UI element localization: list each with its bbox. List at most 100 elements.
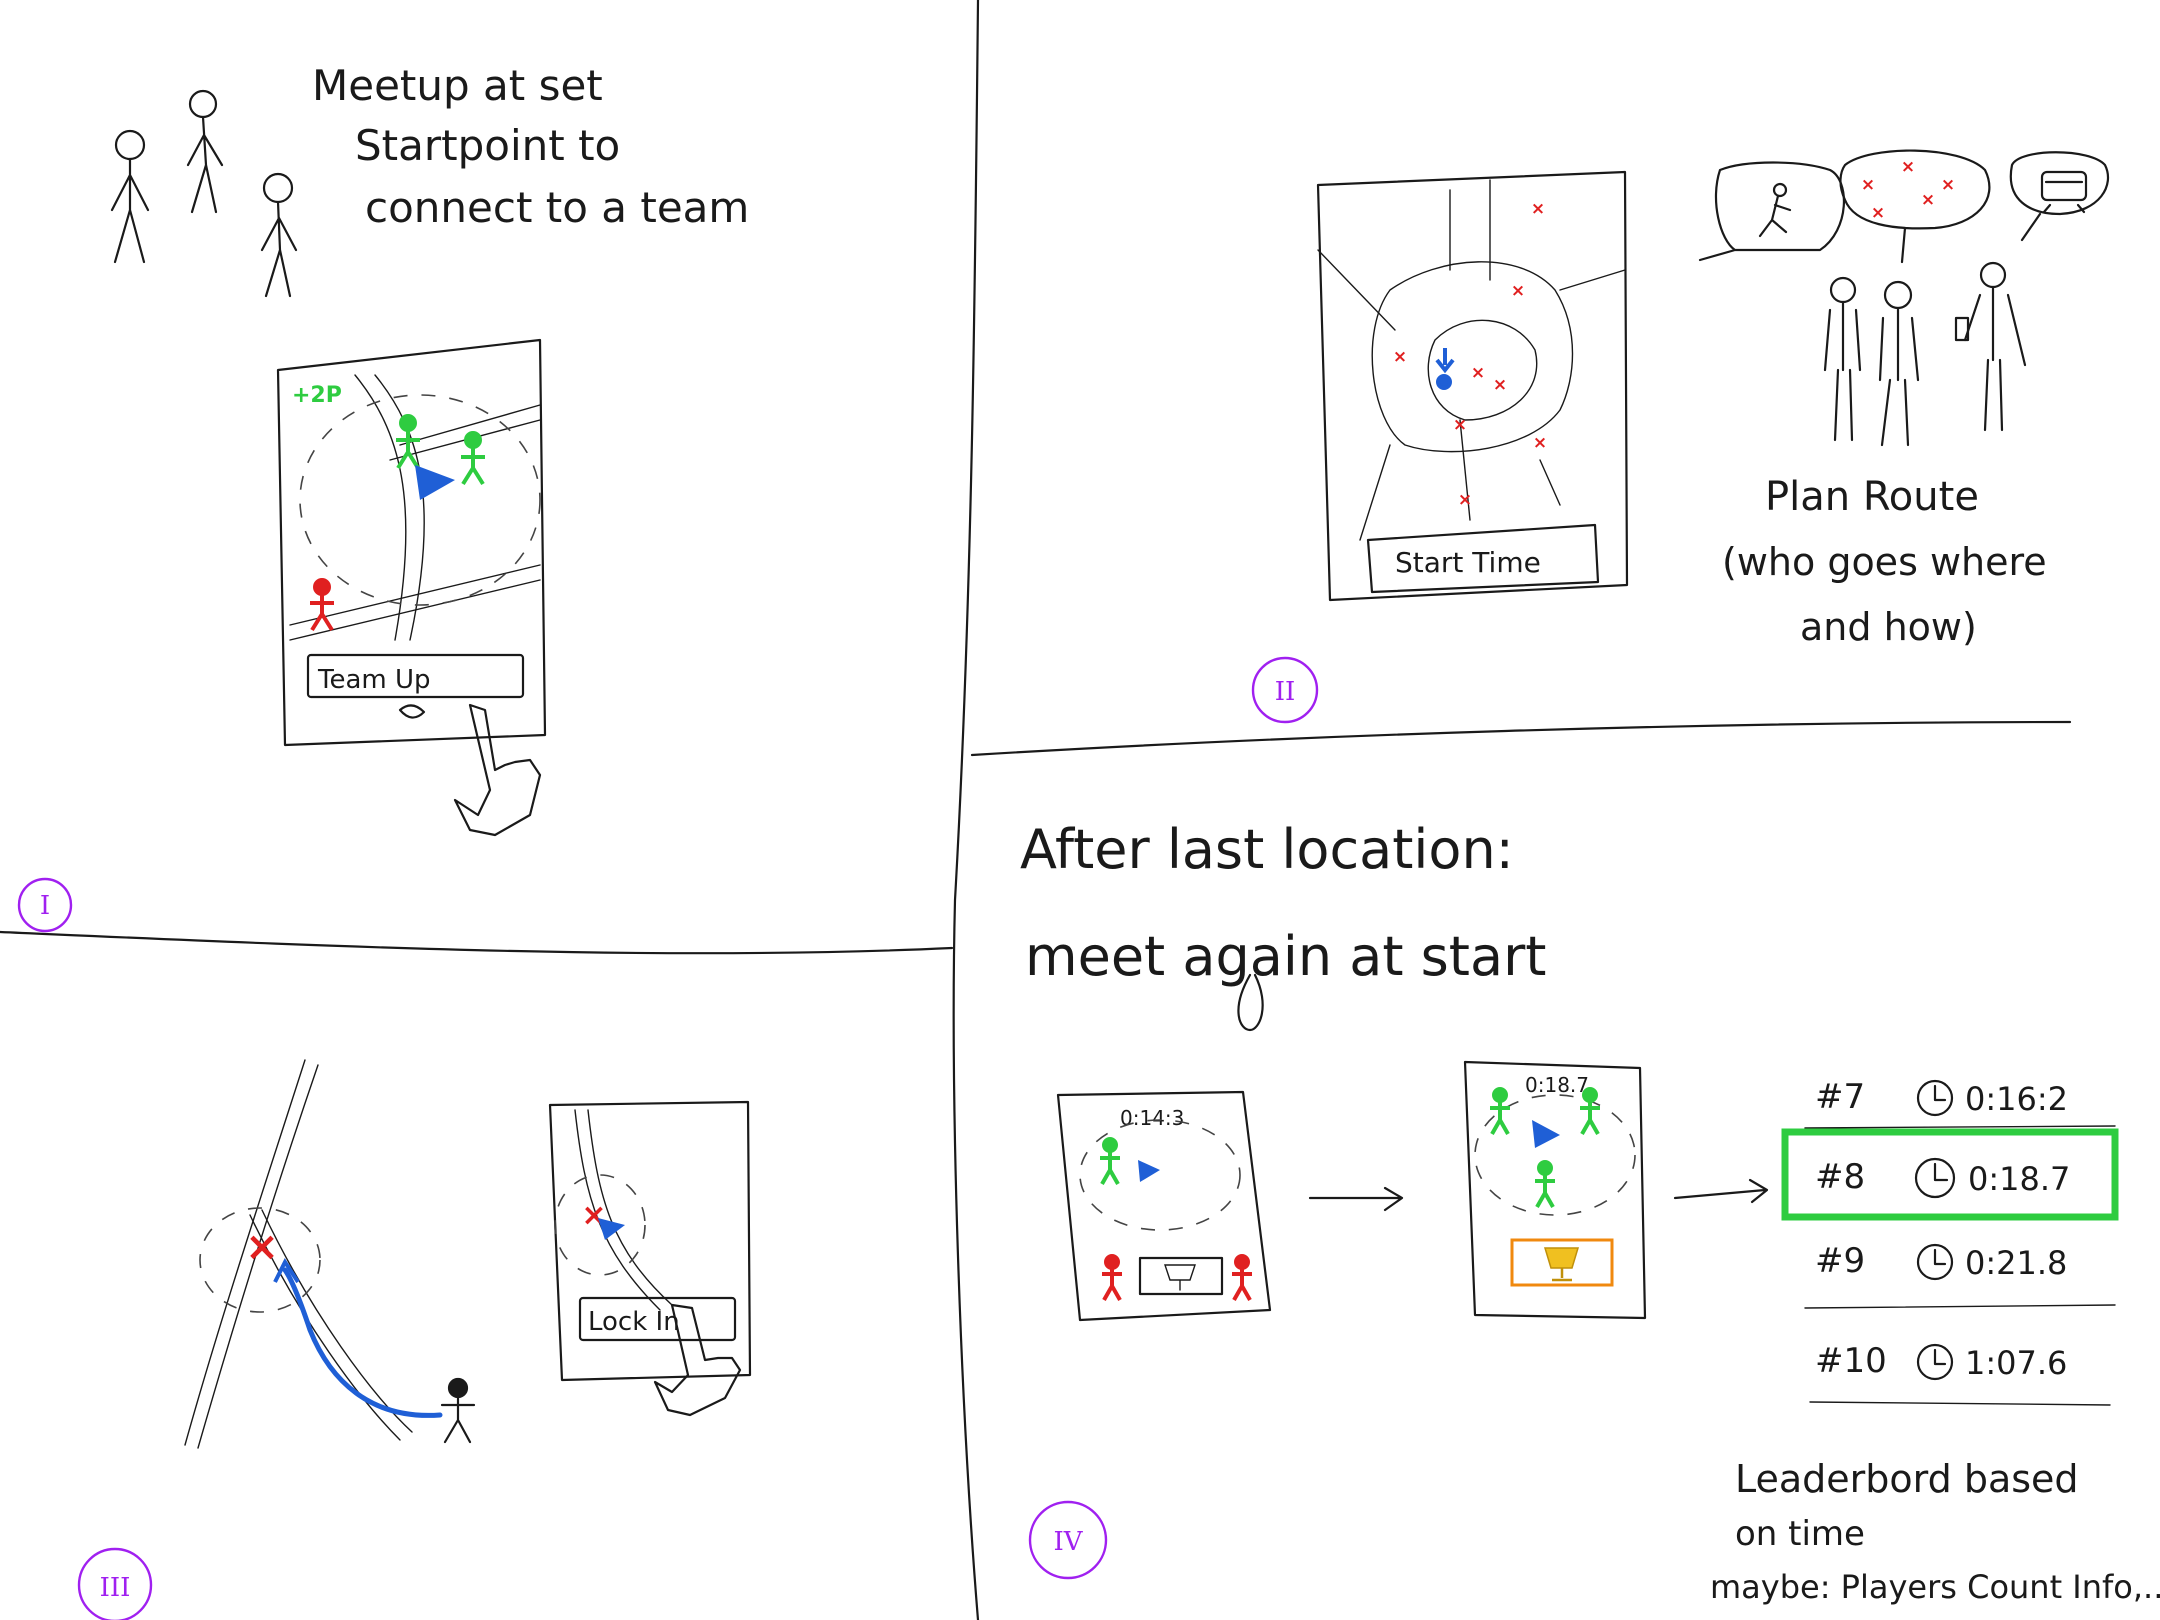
walking-to-target-sketch: × <box>184 1059 476 1449</box>
panel-2: × × × × × × × × Start Time × × <box>1251 149 2110 724</box>
panel-1-number-label: I <box>40 891 50 921</box>
green-teammate <box>1535 1160 1555 1208</box>
player-position-arrow-icon <box>598 1218 625 1240</box>
speech-bubble-train <box>2009 151 2110 242</box>
leaderboard: #7 0:16:2 #8 0:18.7 #9 0:21.8 #10 1:07. <box>1781 1077 2119 1406</box>
red-other-player <box>1232 1254 1252 1301</box>
target-marker: × <box>1493 375 1507 395</box>
planner-figure-2 <box>1878 280 1920 447</box>
target-marker: × <box>1511 281 1525 301</box>
phone-lock-in: × Lock In <box>548 1100 752 1417</box>
target-marker: × <box>1453 415 1467 435</box>
planner-figure-3 <box>1954 261 2027 432</box>
green-teammate-2 <box>461 431 485 486</box>
running-person-icon <box>1758 182 1792 238</box>
green-teammate <box>1490 1087 1510 1135</box>
panel-1-number: I <box>17 877 73 933</box>
team-up-button[interactable]: Team Up <box>306 653 525 699</box>
panel-4-number: IV <box>1028 1500 1108 1580</box>
leaderboard-caption-line2: on time <box>1735 1514 1865 1554</box>
leaderboard-time: 1:07.6 <box>1965 1344 2067 1382</box>
clock-icon <box>1916 1243 1954 1281</box>
green-teammate <box>1100 1137 1120 1185</box>
player-position-arrow-icon <box>1138 1160 1160 1182</box>
stick-figure <box>260 172 298 298</box>
green-teammate-1 <box>396 414 420 470</box>
planner-figure-1 <box>1823 276 1862 442</box>
start-time-button-label: Start Time <box>1395 546 1541 579</box>
phone-timer-finished: 0:18.7 <box>1463 1060 1647 1320</box>
route-arrow-icon <box>273 1257 300 1284</box>
leaderboard-row: #7 0:16:2 <box>1804 1077 2116 1129</box>
phone-timer-running: 0:14:3 <box>1056 1090 1272 1322</box>
after-last-location-heading-line2: meet again at start <box>1025 925 1546 988</box>
leaderboard-rank: #7 <box>1815 1077 1865 1117</box>
meetup-note-line2: Startpoint to <box>355 121 620 170</box>
timer-readout: 0:18.7 <box>1525 1073 1589 1097</box>
leaderboard-rank: #9 <box>1815 1241 1865 1281</box>
stick-figure <box>186 89 224 214</box>
speech-bubble-running <box>1698 161 1846 262</box>
panel-3-number-label: III <box>100 1573 131 1603</box>
trophy-button-disabled[interactable] <box>1138 1256 1224 1296</box>
panel-dividers <box>0 0 2072 1620</box>
target-marker: × <box>1861 175 1875 195</box>
target-marker: × <box>1458 490 1472 510</box>
panel-3-number: III <box>77 1547 153 1620</box>
target-marker: × <box>1531 199 1545 219</box>
points-badge: +2P <box>292 383 342 408</box>
target-marker: × <box>1871 203 1885 223</box>
clock-icon <box>1914 1157 1956 1199</box>
target-marker: × <box>1901 157 1915 177</box>
panel-3: × × Lock In III <box>77 1059 752 1620</box>
target-marker: × <box>1471 363 1485 383</box>
plan-route-caption-line1: Plan Route <box>1765 474 1979 520</box>
target-marker: × <box>1393 347 1407 367</box>
tapping-hand-icon <box>653 1303 742 1417</box>
flow-arrow-icon <box>1308 1186 1404 1212</box>
timer-readout: 0:14:3 <box>1120 1106 1184 1130</box>
panel-4-number-label: IV <box>1053 1527 1083 1557</box>
leaderboard-row-highlighted: #8 0:18.7 <box>1781 1128 2119 1221</box>
leaderboard-row: #10 1:07.6 <box>1809 1341 2111 1406</box>
scribble-mark <box>1237 973 1264 1032</box>
phone-team-up: +2P Team Up <box>276 338 547 837</box>
team-up-button-label: Team Up <box>317 665 431 695</box>
walking-person <box>440 1377 476 1444</box>
train-icon <box>2040 170 2088 214</box>
player-location-icon <box>1435 348 1455 390</box>
panel-1: Meetup at set Startpoint to connect to a… <box>17 61 749 933</box>
target-x-icon: × <box>245 1224 279 1270</box>
start-time-button[interactable]: Start Time <box>1366 523 1600 594</box>
lock-in-button-label: Lock In <box>588 1307 680 1337</box>
panel-2-number-label: II <box>1275 677 1296 707</box>
panel-2-number: II <box>1251 656 1319 724</box>
walking-route-path <box>282 1267 443 1418</box>
clock-icon <box>1916 1343 1954 1381</box>
leaderboard-time: 0:16:2 <box>1965 1080 2068 1118</box>
after-last-location-heading-line1: After last location: <box>1020 818 1514 881</box>
trophy-icon <box>1543 1247 1580 1282</box>
leaderboard-time: 0:21.8 <box>1965 1244 2067 1282</box>
trophy-button-active[interactable] <box>1510 1238 1614 1287</box>
stick-figures-group <box>110 89 298 298</box>
tapping-hand-icon <box>398 703 542 837</box>
target-marker: × <box>1533 433 1547 453</box>
red-other-player <box>310 578 334 632</box>
phone-start-time: × × × × × × × × Start Time <box>1316 170 1629 602</box>
leaderboard-row: #9 0:21.8 <box>1804 1241 2116 1309</box>
player-position-arrow-icon <box>415 465 455 500</box>
meetup-note-line3: connect to a team <box>365 183 749 232</box>
leaderboard-caption-line3: maybe: Players Count Info,... <box>1710 1568 2160 1606</box>
target-marker: × <box>1941 175 1955 195</box>
leaderboard-caption-line1: Leaderbord based <box>1735 1457 2079 1501</box>
flow-arrow-icon <box>1673 1178 1769 1204</box>
player-position-arrow-icon <box>1532 1120 1560 1148</box>
stick-figure <box>110 129 150 264</box>
target-marker: × <box>1921 190 1935 210</box>
speech-bubble-map <box>1839 149 1991 264</box>
trophy-icon <box>1164 1264 1196 1291</box>
panel-4: After last location: meet again at start… <box>1020 818 2160 1606</box>
lock-in-button[interactable]: Lock In <box>578 1296 737 1342</box>
